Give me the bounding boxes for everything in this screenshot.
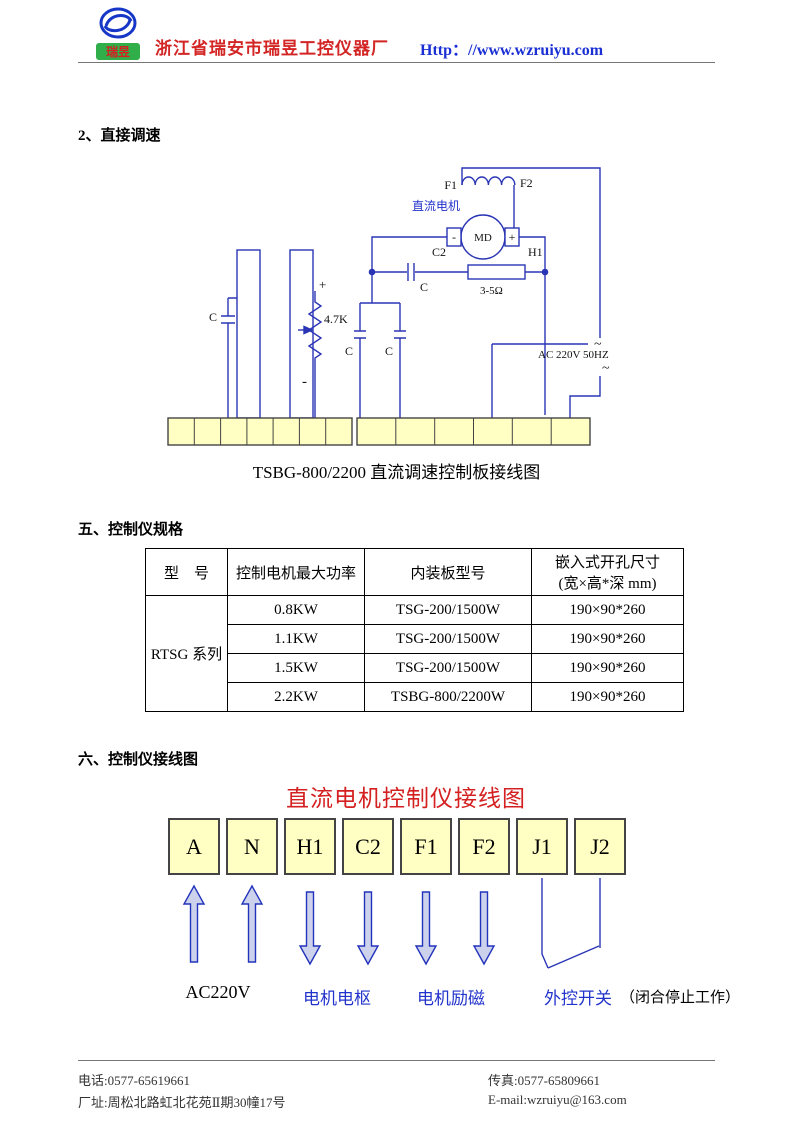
external-switch-icon <box>541 878 601 969</box>
wiring-arrows <box>182 878 601 969</box>
terminal-box-c2: C2 <box>342 818 394 875</box>
logo-text: 瑞昱 <box>106 44 130 59</box>
site-url: Http：//www.wzruiyu.com <box>420 42 604 59</box>
spec-header-model: 型 号 <box>145 548 228 596</box>
terminal-box-f1: F1 <box>400 818 452 875</box>
label-pot-value: 4.7K <box>324 312 348 326</box>
terminal-box-j1: J1 <box>516 818 568 875</box>
logo-ring-icon <box>99 7 137 39</box>
label-armature: 电机电枢 <box>303 989 371 1008</box>
left-module-bar <box>236 249 261 419</box>
spec-header-size-line1: 嵌入式开孔尺寸 <box>554 555 660 571</box>
logo-swirl2-icon <box>103 19 132 33</box>
label-cap-c: C <box>420 280 428 294</box>
spec-power-cell: 1.1KW <box>227 624 365 654</box>
footer-email: E-mail:wzruiyu@163.com <box>488 1092 627 1107</box>
label-c2: C2 <box>432 245 446 259</box>
spec-header-size: 嵌入式开孔尺寸 (宽×高*深 mm) <box>531 548 684 596</box>
label-md: MD <box>474 232 492 244</box>
right-module-bar <box>289 249 314 419</box>
spec-power-cell: 0.8KW <box>227 595 365 625</box>
label-cap-mid1: C <box>345 344 353 358</box>
logo-green-box <box>96 43 140 60</box>
down-arrow-f2-icon <box>472 891 496 966</box>
spec-board-cell: TSG-200/1500W <box>364 595 532 625</box>
tilde-top: ~ <box>594 337 602 352</box>
label-cap-mid2: C <box>385 344 393 358</box>
circuit-caption: TSBG-800/2200 直流调速控制板接线图 <box>252 463 541 482</box>
section-title-wiring: 六、控制仪接线图 <box>78 752 199 768</box>
footer-address: 厂址:周松北路虹北花苑Ⅱ期30幢17号 <box>78 1095 286 1110</box>
terminal-row: A N H1 C2 F1 F2 J1 J2 <box>168 818 626 875</box>
label-f2: F2 <box>520 176 533 190</box>
wiring-diagram-title: 直流电机控制仪接线图 <box>286 786 526 811</box>
spec-header-power: 控制电机最大功率 <box>227 548 365 596</box>
resistor-box-icon <box>467 264 526 280</box>
capacitor-mid2-icon <box>394 330 406 418</box>
spec-series-cell: RTSG 系列 <box>145 595 228 712</box>
capacitor-left-icon <box>221 315 235 418</box>
pot-plus: + <box>319 277 326 292</box>
up-arrow-a-icon <box>182 884 206 963</box>
spec-board-cell: TSG-200/1500W <box>364 624 532 654</box>
label-f1: F1 <box>444 178 457 192</box>
terminal-box-h1: H1 <box>284 818 336 875</box>
motor-minus: - <box>452 230 456 244</box>
pot-minus: - <box>302 374 307 390</box>
table-row: RTSG 系列 0.8KW TSG-200/1500W 190×90*260 <box>145 595 684 712</box>
series-capacitor-icon <box>407 263 415 281</box>
label-ext-switch: 外控开关 <box>544 989 612 1008</box>
down-arrow-h1-icon <box>298 891 322 966</box>
label-switch-note: （闭合停止工作） <box>620 990 741 1006</box>
potentiometer-icon <box>307 291 323 418</box>
circuit-diagram: F1 F2 直流电机 MD - + C2 H1 C 3-5Ω 4.7K + - … <box>167 167 610 446</box>
table-row: 1.1KW TSG-200/1500W 190×90*260 <box>146 624 684 654</box>
tilde-bottom: ~ <box>602 361 610 376</box>
spec-size-cell: 190×90*260 <box>531 624 684 654</box>
section-title-spec: 五、控制仪规格 <box>78 522 184 538</box>
terminal-box-a: A <box>168 818 220 875</box>
section-title-direct-speed: 2、直接调速 <box>78 128 161 144</box>
motor-plus: + <box>509 230 516 244</box>
spec-header-size-line2: (宽×高*深 mm) <box>558 576 657 592</box>
spec-size-cell: 190×90*260 <box>531 595 684 625</box>
terminal-box-j2: J2 <box>574 818 626 875</box>
company-name: 浙江省瑞安市瑞昱工控仪器厂 <box>155 39 389 58</box>
down-arrow-f1-icon <box>414 891 438 966</box>
wiper-arrow-icon <box>303 325 314 335</box>
label-ac-source: AC 220V 50HZ <box>538 349 609 361</box>
company-logo: 瑞昱 <box>96 7 140 60</box>
terminal-strips <box>167 417 591 446</box>
footer-rule <box>78 1060 715 1061</box>
table-row: 2.2KW TSBG-800/2200W 190×90*260 <box>146 682 684 712</box>
terminal-box-f2: F2 <box>458 818 510 875</box>
terminal-box-n: N <box>226 818 278 875</box>
up-arrow-n-icon <box>240 884 264 963</box>
header-rule <box>78 62 715 63</box>
footer-phone: 电话:0577-65619661 <box>78 1073 190 1088</box>
field-coil-icon <box>461 176 516 186</box>
label-resistor: 3-5Ω <box>480 285 503 297</box>
spec-board-cell: TSG-200/1500W <box>364 653 532 683</box>
label-cap-left: C <box>209 310 217 324</box>
logo-swirl-icon <box>104 14 133 27</box>
spec-board-cell: TSBG-800/2200W <box>364 682 532 712</box>
label-motor-type: 直流电机 <box>412 199 460 213</box>
label-h1: H1 <box>528 245 543 259</box>
down-arrow-c2-icon <box>356 891 380 966</box>
spec-power-cell: 1.5KW <box>227 653 365 683</box>
spec-table: 型 号 控制电机最大功率 内装板型号 嵌入式开孔尺寸 (宽×高*深 mm) RT… <box>145 548 684 712</box>
footer-fax: 传真:0577-65809661 <box>488 1073 600 1088</box>
spec-header-board: 内装板型号 <box>364 548 532 596</box>
label-ac220v: AC220V <box>185 982 251 1002</box>
spec-size-cell: 190×90*260 <box>531 682 684 712</box>
spec-power-cell: 2.2KW <box>227 682 365 712</box>
capacitor-mid1-icon <box>354 330 366 418</box>
label-field: 电机励磁 <box>417 989 485 1008</box>
spec-size-cell: 190×90*260 <box>531 653 684 683</box>
